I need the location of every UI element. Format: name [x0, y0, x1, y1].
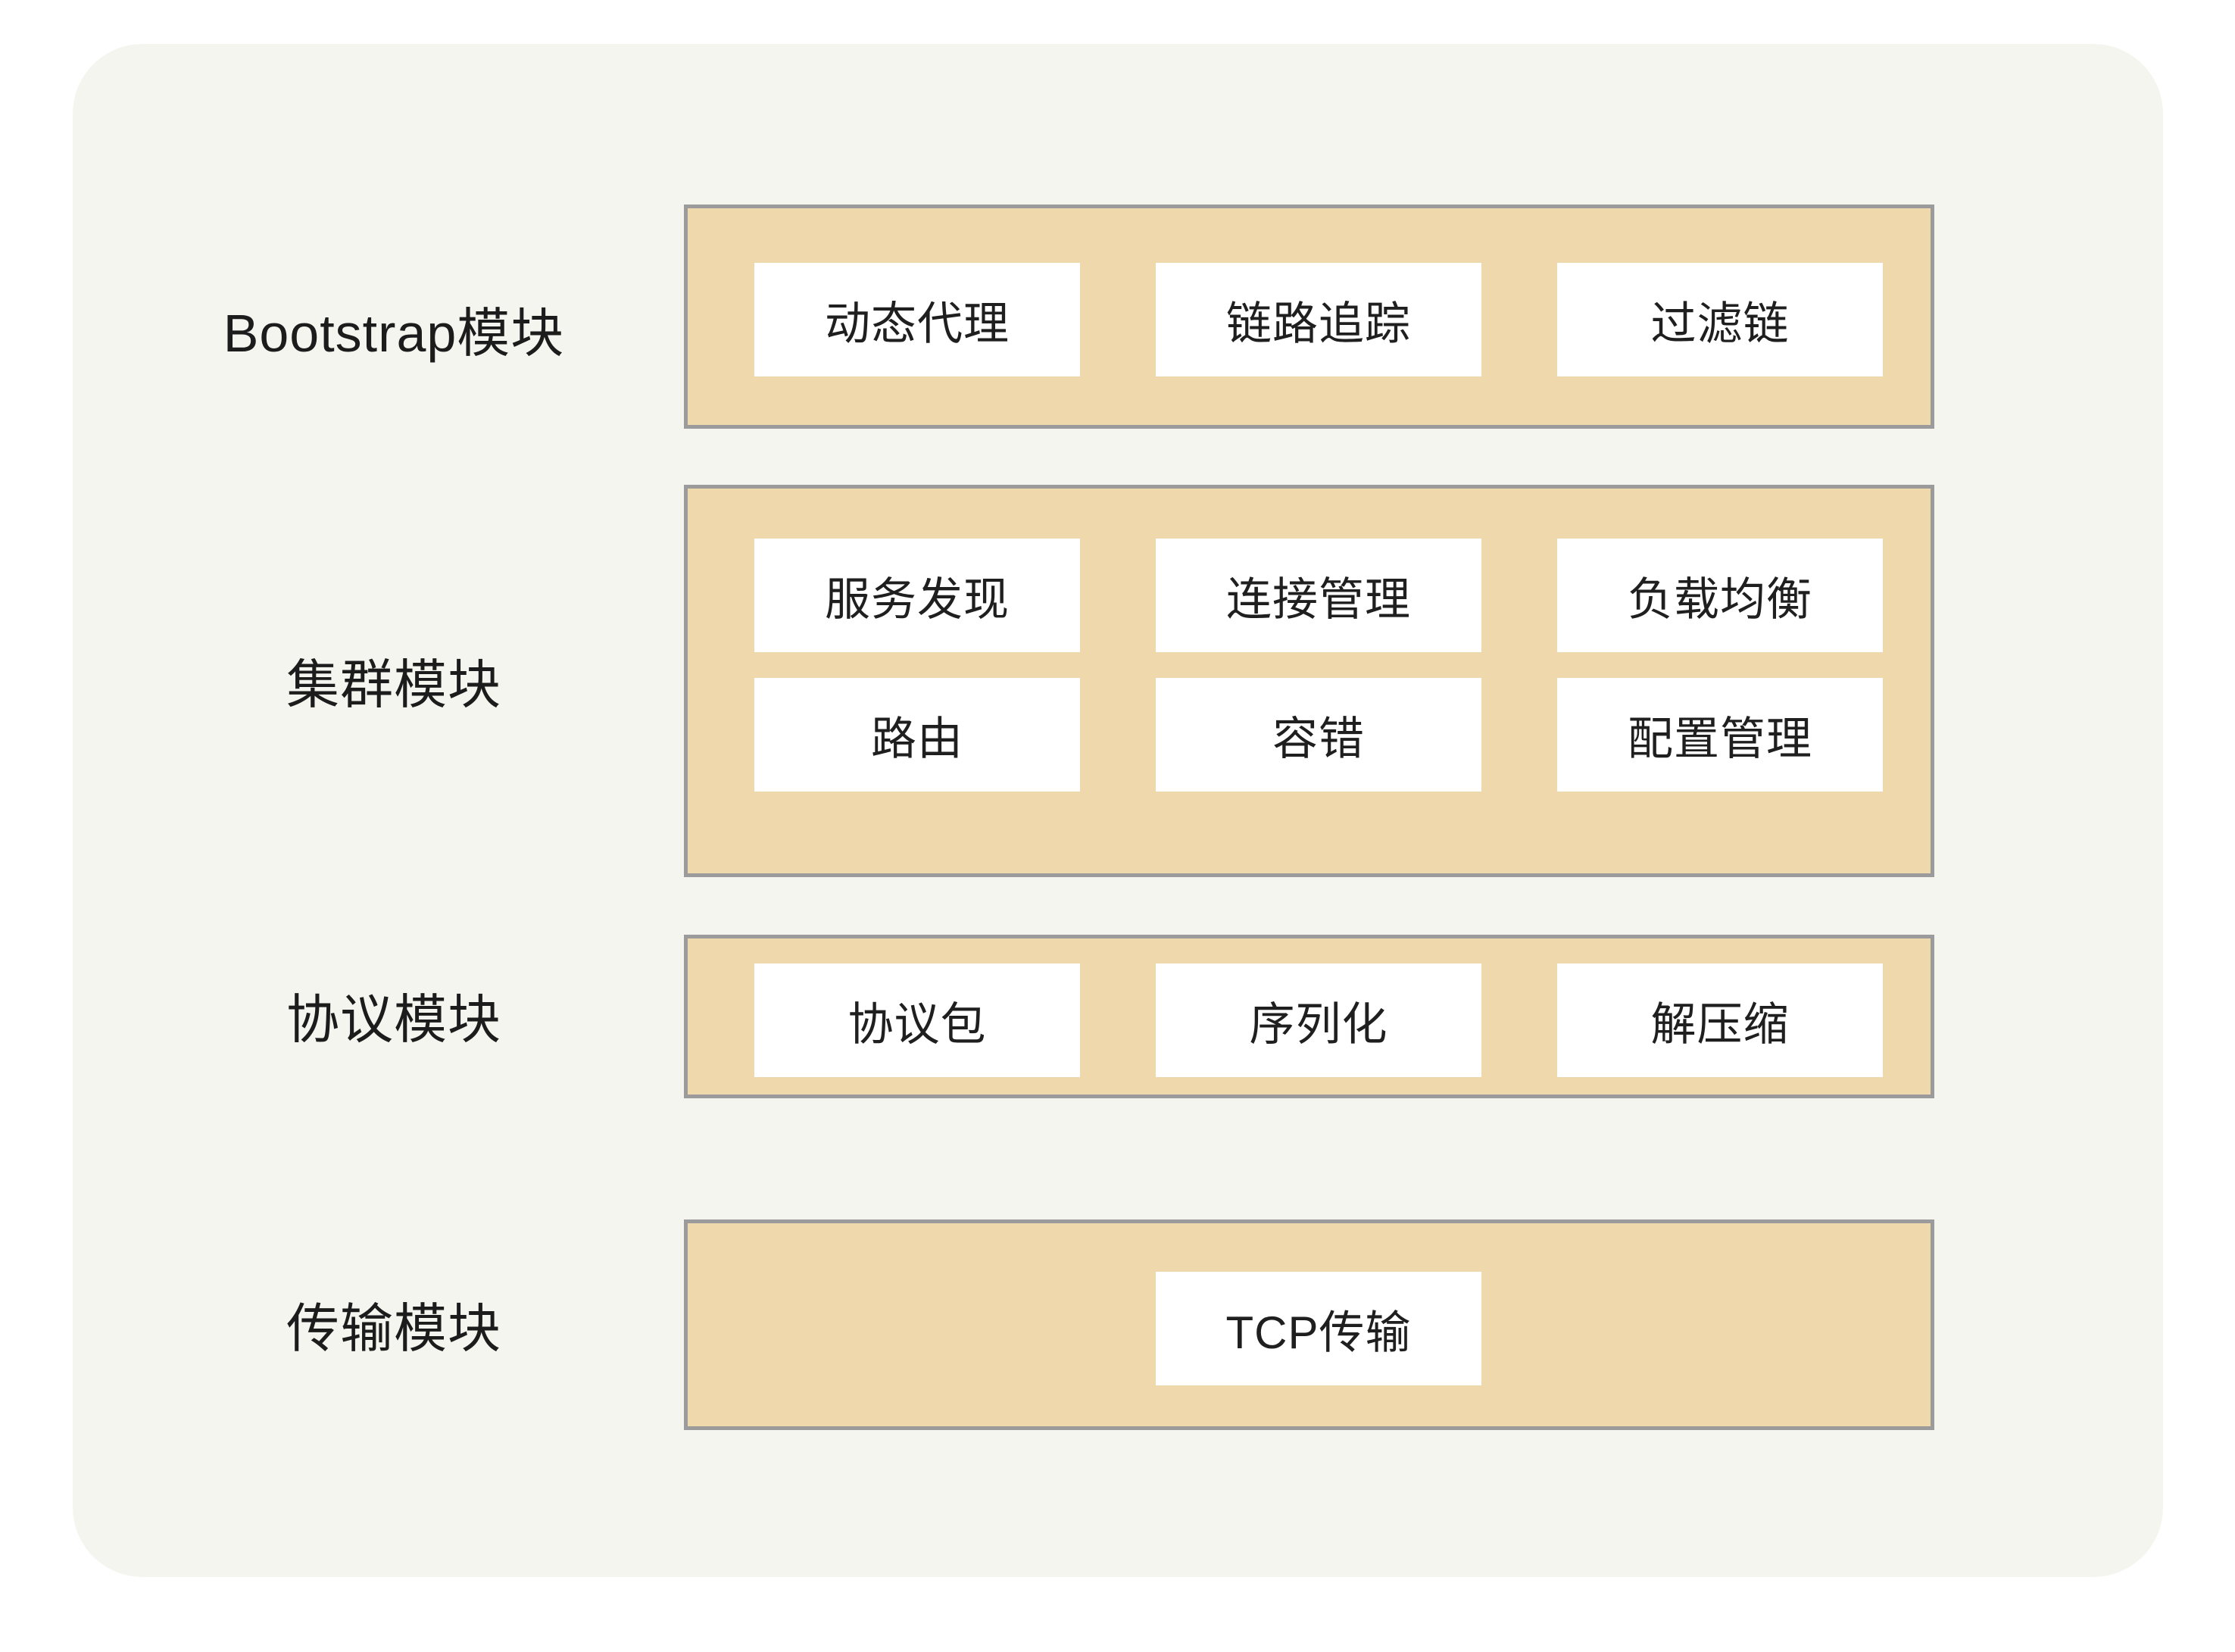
module-box[interactable]: 连接管理: [1156, 539, 1481, 652]
module-box[interactable]: 协议包: [754, 963, 1080, 1077]
module-box[interactable]: 路由: [754, 678, 1080, 792]
module-box[interactable]: 动态代理: [754, 263, 1080, 376]
band-inner: 协议包 序列化 解压缩: [688, 938, 1931, 1095]
layer-label-transport: 传输模块: [286, 1299, 501, 1358]
module-box[interactable]: 序列化: [1156, 963, 1481, 1077]
layer-label-cluster: 集群模块: [286, 655, 501, 714]
module-box[interactable]: 解压缩: [1557, 963, 1883, 1077]
module-box[interactable]: 链路追踪: [1156, 263, 1481, 376]
module-box[interactable]: 负载均衡: [1557, 539, 1883, 652]
module-box[interactable]: 容错: [1156, 678, 1481, 792]
layer-label-bootstrap: Bootstrap模块: [223, 304, 565, 363]
layer-band-protocol: 协议包 序列化 解压缩: [684, 935, 1934, 1098]
band-inner: TCP传输: [688, 1223, 1931, 1426]
module-box[interactable]: TCP传输: [1156, 1272, 1481, 1385]
module-box[interactable]: 配置管理: [1557, 678, 1883, 792]
module-box[interactable]: 过滤链: [1557, 263, 1883, 376]
band-inner: 服务发现 连接管理 负载均衡 路由 容错 配置管理: [688, 489, 1931, 873]
layer-label-protocol: 协议模块: [286, 990, 501, 1049]
band-inner: 动态代理 链路追踪 过滤链: [688, 208, 1931, 425]
module-box[interactable]: 服务发现: [754, 539, 1080, 652]
layer-band-transport: TCP传输: [684, 1219, 1934, 1430]
layer-band-cluster: 服务发现 连接管理 负载均衡 路由 容错 配置管理: [684, 485, 1934, 877]
layer-band-bootstrap: 动态代理 链路追踪 过滤链: [684, 205, 1934, 429]
